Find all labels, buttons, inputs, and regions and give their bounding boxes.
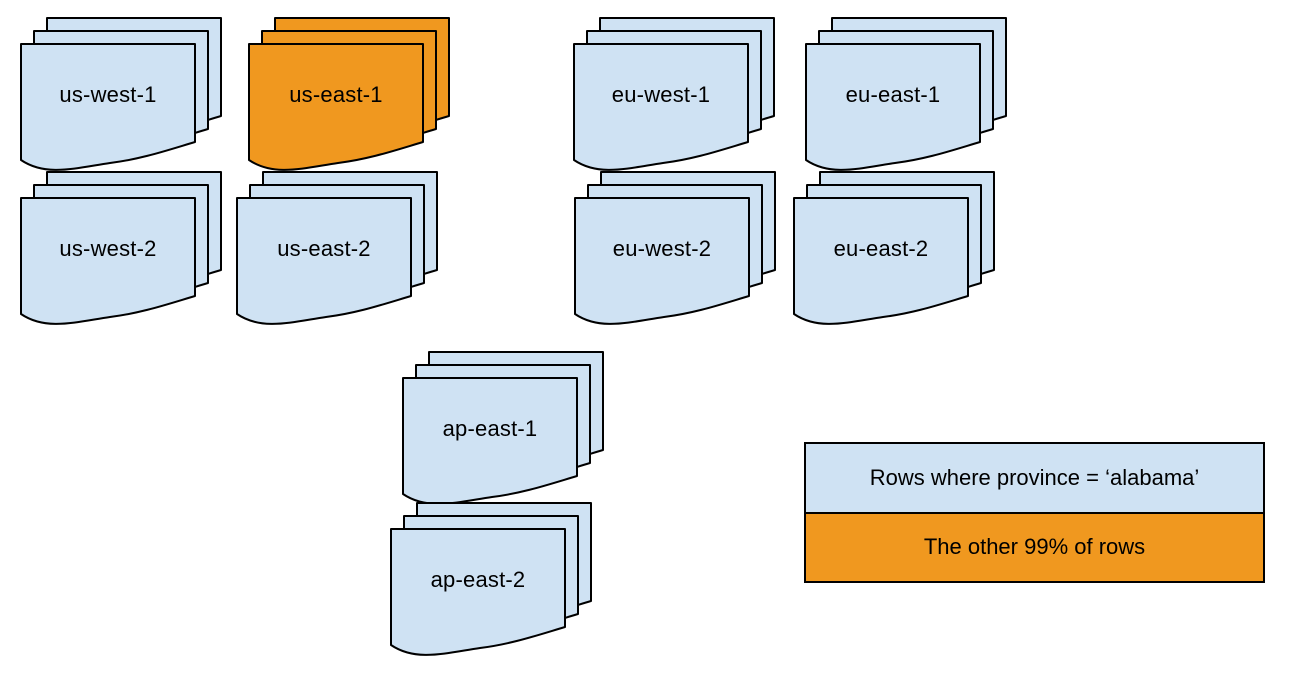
doc-stack-eu-east-2: eu-east-2 <box>793 171 995 331</box>
region-label: eu-west-1 <box>611 82 711 107</box>
legend-row-label: Rows where province = ‘alabama’ <box>869 464 1200 490</box>
region-label: us-east-1 <box>289 82 383 107</box>
legend-row-label: The other 99% of rows <box>923 534 1146 560</box>
region-label: us-west-1 <box>59 82 157 107</box>
region-label: us-east-2 <box>277 236 371 261</box>
region-label: ap-east-2 <box>430 567 526 592</box>
region-label: eu-east-2 <box>833 236 929 261</box>
doc-stack-us-west-1: us-west-1 <box>20 17 222 177</box>
doc-stack-us-east-1: us-east-1 <box>248 17 450 177</box>
region-label: eu-east-1 <box>845 82 941 107</box>
doc-stack-eu-west-2: eu-west-2 <box>574 171 776 331</box>
legend-row-alabama: Rows where province = ‘alabama’ <box>806 444 1263 512</box>
legend-row-other-rows: The other 99% of rows <box>806 511 1263 581</box>
region-label: us-west-2 <box>59 236 157 261</box>
doc-stack-eu-west-1: eu-west-1 <box>573 17 775 177</box>
legend: Rows where province = ‘alabama’ The othe… <box>804 442 1265 583</box>
doc-stack-eu-east-1: eu-east-1 <box>805 17 1007 177</box>
region-label: eu-west-2 <box>612 236 712 261</box>
doc-stack-ap-east-2: ap-east-2 <box>390 502 592 662</box>
doc-stack-us-west-2: us-west-2 <box>20 171 222 331</box>
doc-stack-us-east-2: us-east-2 <box>236 171 438 331</box>
region-label: ap-east-1 <box>442 416 538 441</box>
doc-stack-ap-east-1: ap-east-1 <box>402 351 604 511</box>
